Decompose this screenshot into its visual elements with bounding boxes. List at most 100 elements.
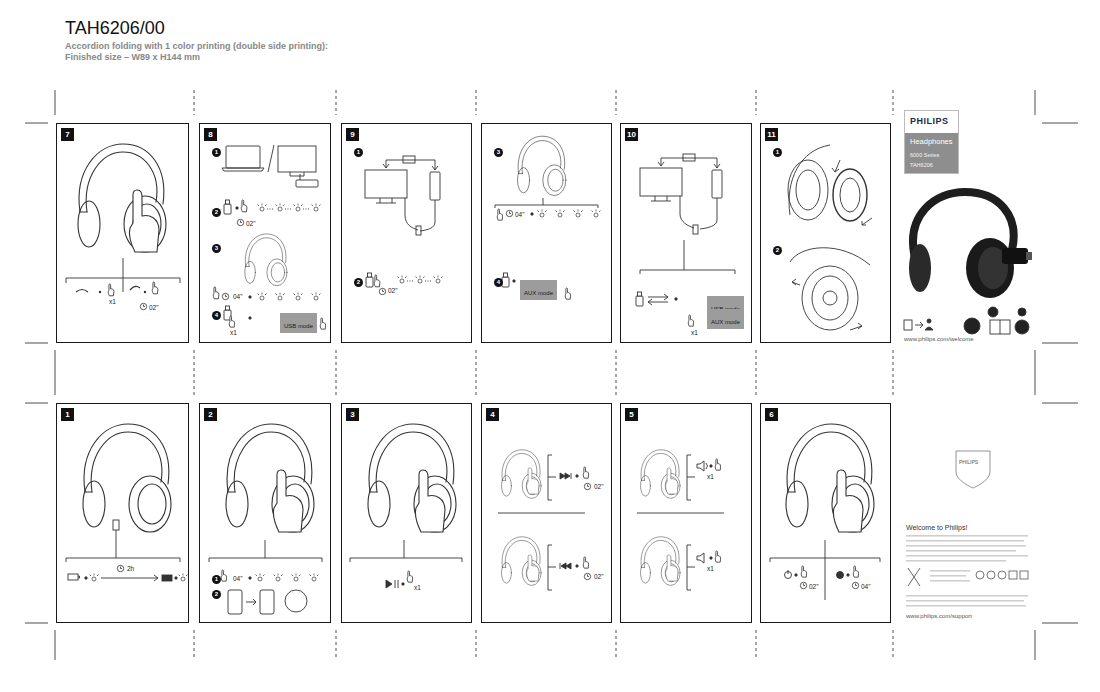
panel-11-art [840, 178, 860, 212]
panel-11-art [792, 279, 800, 285]
panel-8-art [294, 293, 303, 301]
cover-icons [964, 318, 980, 334]
panel-aux-art [556, 210, 565, 218]
panel-10-art [640, 168, 682, 196]
panel-5-art [697, 461, 708, 471]
panel-aux-art [495, 198, 598, 208]
panel-5-art [637, 450, 724, 590]
back-cover-art [906, 560, 1006, 562]
panel-7-art [66, 144, 180, 310]
cover-panel: www.philips.com/welcomePHILIPSHeadphones… [896, 100, 1036, 345]
panel-2-art [310, 574, 319, 582]
panel-2-art [274, 574, 283, 582]
label-text: x1 [707, 566, 714, 573]
panel-8-art [268, 145, 274, 172]
panel-1-art [78, 576, 80, 578]
back-cover-art [908, 568, 920, 586]
panel-8-art [224, 200, 231, 214]
panel-8-art [258, 293, 267, 301]
panel-3-art [368, 424, 456, 532]
mode-button-label: AUX mode [707, 309, 744, 329]
back-cover-art [906, 545, 1026, 547]
panel-9-art [383, 164, 438, 170]
panel-8-art [294, 204, 303, 212]
panel-4-art [583, 557, 588, 568]
label-text: PHILIPS [910, 117, 949, 126]
panel-number: 7 [61, 128, 74, 141]
step-number: 2 [212, 208, 221, 217]
panel-number: 10 [625, 128, 638, 141]
panel-1-art [66, 530, 180, 562]
panel-6-art [786, 424, 874, 532]
panel-5-art [666, 468, 678, 494]
panel-4-art [584, 573, 590, 579]
instruction-panel: 2104"2 [199, 403, 331, 623]
panel-1-art [85, 577, 87, 579]
panel-3-art [407, 571, 412, 582]
step-number: 3 [494, 148, 503, 157]
panel-5-art [641, 537, 681, 586]
label-text: x1 [109, 299, 116, 306]
panel-4-art [498, 513, 585, 514]
panel-9-art [403, 156, 415, 163]
back-cover-art [906, 535, 1028, 537]
panel-8-art [276, 204, 285, 212]
cover-icons [988, 307, 998, 317]
panel-10-art [688, 315, 693, 326]
panel-number: 11 [765, 128, 778, 141]
panel-10-art [640, 240, 735, 274]
panel-8-art [290, 172, 304, 176]
cover-icons [1018, 308, 1026, 316]
panel-aux-art [506, 210, 512, 216]
panel-11-art [788, 160, 828, 220]
panel-8-art [276, 293, 285, 301]
panel-1-art [113, 520, 119, 530]
panel-aux-art [502, 273, 509, 287]
step-number: 4 [212, 311, 221, 320]
panel-8-art [213, 145, 325, 329]
step-number: 2 [212, 590, 221, 599]
panel-1-art [162, 575, 172, 581]
label-text: x1 [414, 585, 421, 592]
panel-5-art [710, 465, 712, 467]
back-cover-art [906, 451, 1028, 607]
panel-8-art [320, 318, 325, 329]
back-cover-art [976, 571, 984, 579]
panel-6-art [847, 574, 849, 576]
panel-7-art [130, 286, 140, 290]
label-text: 2h [127, 566, 134, 573]
panel-8-art [278, 146, 316, 172]
mode-button-label: AUX mode [520, 280, 557, 300]
panel-number: 8 [204, 128, 217, 141]
panel-11-art [788, 145, 872, 330]
back-cover-art [998, 571, 1006, 579]
panel-6-art [795, 574, 797, 576]
crop-marks [194, 90, 893, 660]
panel-8-art [312, 204, 321, 212]
button-text: AUX mode [524, 290, 553, 296]
panel-10-art [651, 196, 671, 201]
back-cover-art [930, 580, 970, 582]
panel-1-art [117, 565, 123, 571]
panel-11-art [832, 160, 840, 172]
panel-8-art [241, 200, 247, 212]
back-cover-art [906, 605, 1026, 607]
panel-10-art [636, 292, 643, 306]
panel-6-art [837, 572, 844, 579]
label-text: www.philips.com/welcome [904, 336, 974, 342]
panel-4-art [502, 450, 542, 499]
instruction-panel: 91202" [341, 123, 472, 343]
panel-9-art [430, 172, 440, 200]
panel-1-art [90, 574, 99, 582]
step-number: 3 [212, 244, 221, 253]
instruction-panel: 402"02" [481, 403, 612, 623]
button-text: AUX mode [711, 319, 740, 325]
panel-5-art [666, 555, 678, 581]
label-text: x1 [230, 330, 237, 337]
panel-6-art [852, 582, 858, 588]
panel-number: 1 [61, 408, 74, 421]
label-text: 04" [233, 576, 243, 583]
label-text: TAH6206 [910, 163, 933, 169]
panel-8-art [213, 287, 219, 299]
